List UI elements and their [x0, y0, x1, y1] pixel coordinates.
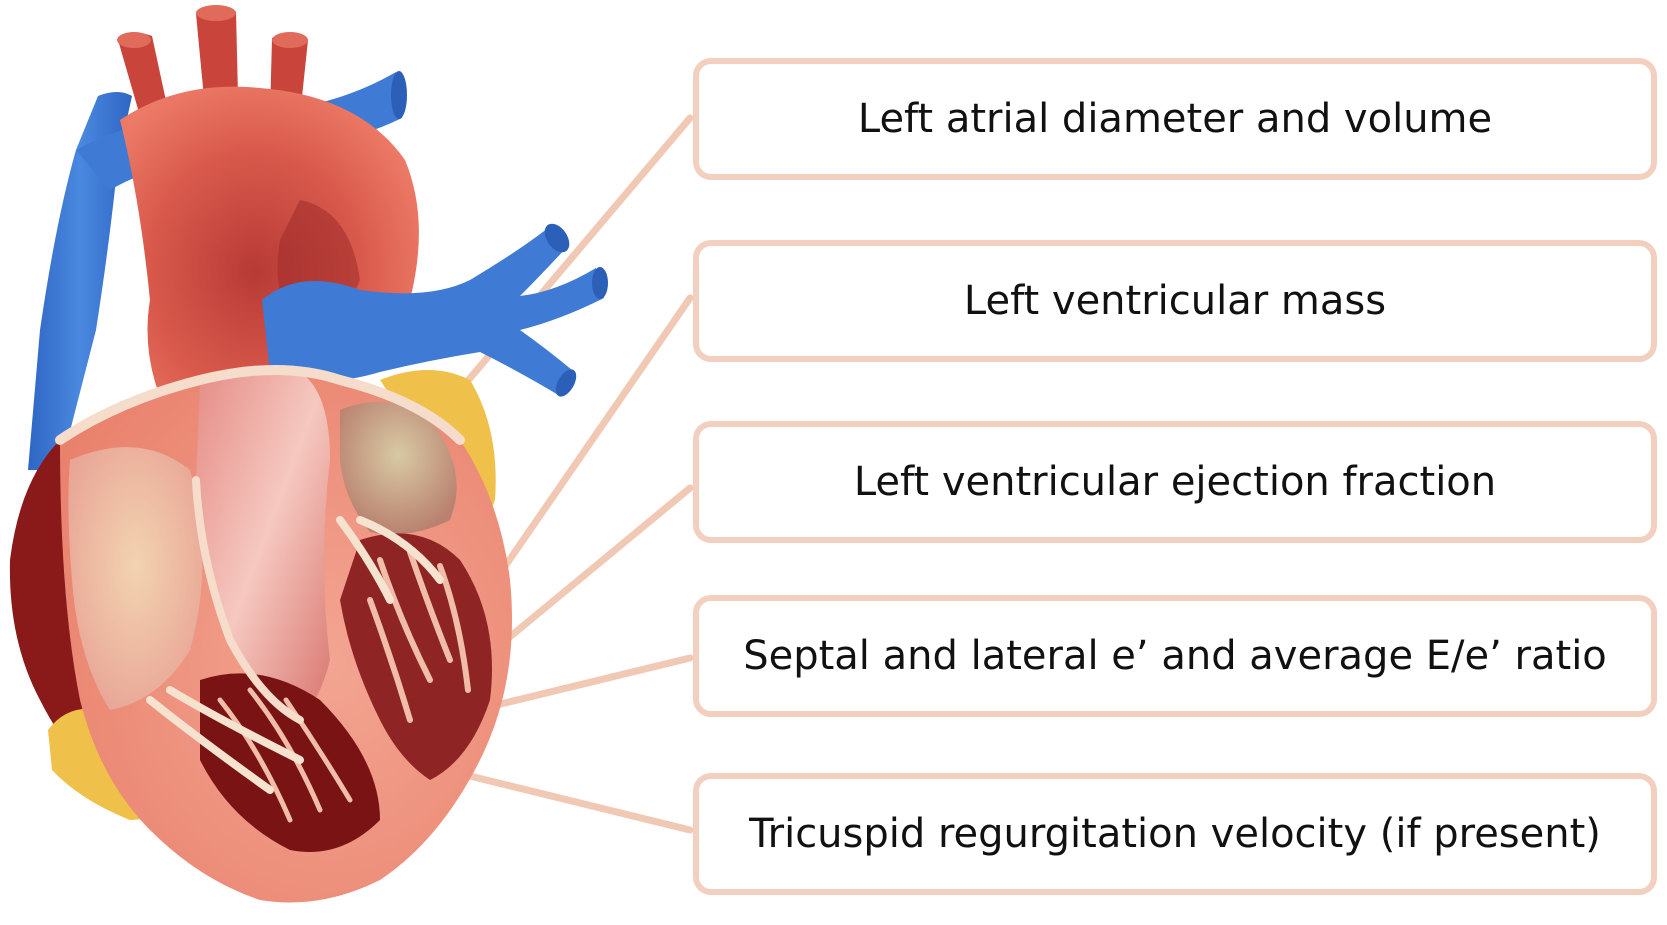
label-left-ventricular-mass: Left ventricular mass	[693, 240, 1657, 362]
pulmonary-artery	[262, 228, 604, 396]
label-left-atrial-diameter-volume: Left atrial diameter and volume	[693, 58, 1657, 180]
label-text: Left atrial diameter and volume	[857, 96, 1493, 142]
right-atrium	[68, 447, 203, 710]
label-left-ventricular-ejection-fraction: Left ventricular ejection fraction	[693, 421, 1657, 543]
label-tricuspid-regurgitation-velocity: Tricuspid regurgitation velocity (if pre…	[693, 773, 1657, 895]
label-text: Septal and lateral e’ and average E/e’ r…	[743, 633, 1607, 679]
label-septal-lateral-e-prime-ratio: Septal and lateral e’ and average E/e’ r…	[693, 595, 1657, 717]
label-text: Left ventricular mass	[963, 278, 1387, 324]
right-ventricle-cavity	[200, 673, 380, 852]
trabeculae	[367, 549, 471, 723]
superior-vena-cava	[28, 92, 132, 470]
aortic-branches	[117, 5, 308, 121]
label-text: Tricuspid regurgitation velocity (if pre…	[749, 811, 1601, 857]
label-text: Left ventricular ejection fraction	[853, 459, 1497, 505]
left-atrium	[340, 402, 457, 535]
chordae	[146, 516, 444, 794]
leader-line-septal-lateral	[464, 654, 694, 716]
